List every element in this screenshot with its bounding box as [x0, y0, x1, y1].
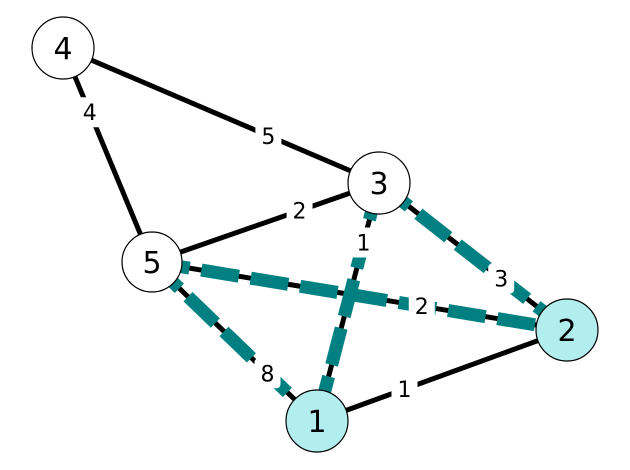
node-5: 5 — [121, 231, 183, 293]
node-label: 5 — [142, 246, 161, 281]
edge-line — [151, 180, 380, 265]
edge-3-1 — [310, 181, 386, 423]
edges-layer — [60, 45, 572, 426]
edge-weight-label: 3 — [494, 268, 508, 293]
edge-line — [60, 47, 155, 263]
edge-weight-background — [488, 263, 515, 294]
node-circle — [347, 151, 411, 215]
node-circle — [535, 298, 599, 362]
edge-weight-3-2: 3 — [488, 263, 515, 294]
node-3: 3 — [347, 151, 411, 215]
node-label: 2 — [557, 314, 576, 349]
edge-weight-label: 1 — [398, 378, 412, 403]
edge-5-2 — [150, 255, 569, 337]
edge-highlight-dash — [150, 255, 569, 337]
edge-line — [316, 327, 568, 424]
edge-weights-layer: 5 4 2 1 3 2 1 8 — [76, 97, 515, 405]
edge-weight-1-2: 1 — [391, 374, 418, 405]
edge-5-1 — [147, 257, 322, 426]
edge-4-5 — [60, 47, 155, 263]
edge-weight-background — [391, 374, 418, 405]
edge-weight-label: 8 — [261, 362, 275, 387]
edge-weight-background — [76, 97, 103, 128]
edge-weight-5-1: 8 — [254, 358, 281, 389]
edge-weight-background — [286, 195, 313, 226]
edge-weight-5-2: 2 — [408, 291, 435, 322]
edge-weight-background — [255, 120, 282, 151]
edge-weight-5-3: 2 — [286, 195, 313, 226]
edge-weight-background — [408, 291, 435, 322]
nodes-layer: 4 3 5 2 1 — [31, 16, 599, 453]
edge-1-2 — [316, 327, 568, 424]
edge-5-3 — [151, 180, 380, 265]
edge-weight-3-1: 1 — [350, 227, 377, 258]
edge-weight-label: 2 — [415, 295, 429, 320]
edge-4-3 — [62, 45, 380, 186]
node-2: 2 — [535, 298, 599, 362]
edge-highlight-dash — [147, 257, 322, 426]
edge-weight-background — [350, 227, 377, 258]
edge-weight-label: 2 — [293, 200, 307, 225]
edge-highlight-dash — [374, 177, 572, 336]
edge-weight-4-5: 4 — [76, 97, 103, 128]
edge-3-2 — [374, 177, 572, 336]
edge-weight-background — [254, 358, 281, 389]
edge-weight-4-3: 5 — [255, 120, 282, 151]
node-label: 3 — [369, 167, 388, 202]
node-4: 4 — [31, 16, 95, 80]
node-label: 4 — [53, 32, 72, 67]
node-circle — [285, 389, 349, 453]
node-label: 1 — [307, 405, 326, 440]
edge-highlight-dash — [310, 181, 386, 423]
node-circle — [121, 231, 183, 293]
edge-line — [62, 45, 380, 186]
node-circle — [31, 16, 95, 80]
node-1: 1 — [285, 389, 349, 453]
edge-weight-label: 5 — [261, 125, 275, 150]
edge-weight-label: 4 — [83, 101, 97, 126]
edge-weight-label: 1 — [357, 232, 371, 257]
